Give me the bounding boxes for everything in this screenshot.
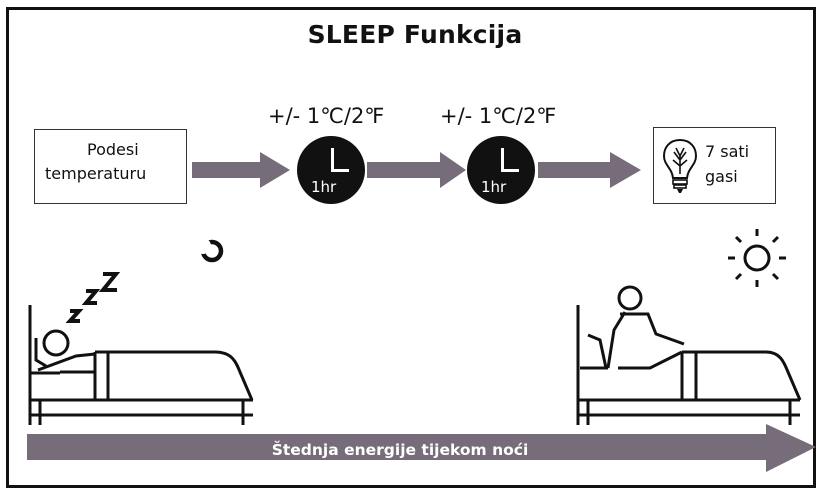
bed-sleeping-person-icon (28, 305, 254, 425)
lightbulb-icon (662, 138, 698, 193)
diagram-frame (6, 7, 816, 488)
flow-arrow-3 (538, 152, 641, 188)
page-title: SLEEP Funkcija (307, 20, 523, 49)
clock-1-text: 1hr (311, 178, 337, 196)
clock-2-text: 1hr (481, 178, 507, 196)
energy-bar-label: Štednja energije tijekom noći (271, 441, 529, 459)
end-box: 7 sati gasi (653, 127, 776, 204)
clock-icon: 1hr (297, 136, 365, 204)
sun-icon (728, 229, 786, 287)
end-box-line1: 7 sati (705, 142, 750, 161)
start-box: Podesi temperaturu (34, 129, 187, 204)
bed-sitting-person-icon (576, 285, 802, 425)
end-box-line2: gasi (705, 167, 738, 186)
zzz-icon (65, 272, 121, 323)
step-label-1: +/- 1℃/2℉ (268, 104, 385, 128)
flow-arrow-2 (367, 152, 466, 188)
step-label-2: +/- 1℃/2℉ (440, 104, 557, 128)
moon-icon (195, 238, 224, 263)
flow-arrow-1 (192, 152, 290, 188)
start-box-line1: Podesi (87, 140, 139, 159)
start-box-line2: temperaturu (45, 164, 147, 183)
clock-icon: 1hr (467, 136, 535, 204)
energy-arrow (27, 424, 816, 472)
